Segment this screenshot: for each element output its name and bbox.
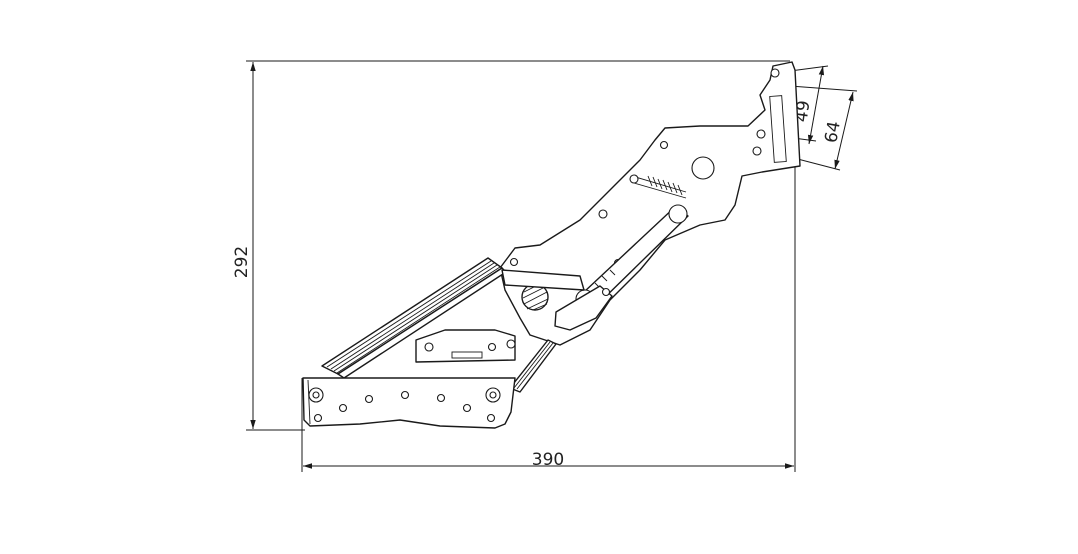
arm-pin-upper (668, 204, 688, 224)
slotted-link (554, 285, 613, 331)
width-label: 390 (532, 450, 564, 470)
secondary-rail (501, 269, 585, 393)
tension-spring (629, 174, 687, 199)
main-pivot-hole (691, 156, 715, 180)
extrusion-rail (321, 257, 507, 379)
mechanism (302, 61, 801, 429)
hole-spacing-64-label: 64 (821, 120, 844, 145)
height-label: 292 (232, 246, 252, 278)
upper-mounting-plate (499, 61, 801, 346)
base-plate (302, 377, 516, 429)
mid-bracket (415, 329, 516, 363)
dim-64-line (834, 91, 854, 170)
dim-49-line (807, 65, 825, 145)
